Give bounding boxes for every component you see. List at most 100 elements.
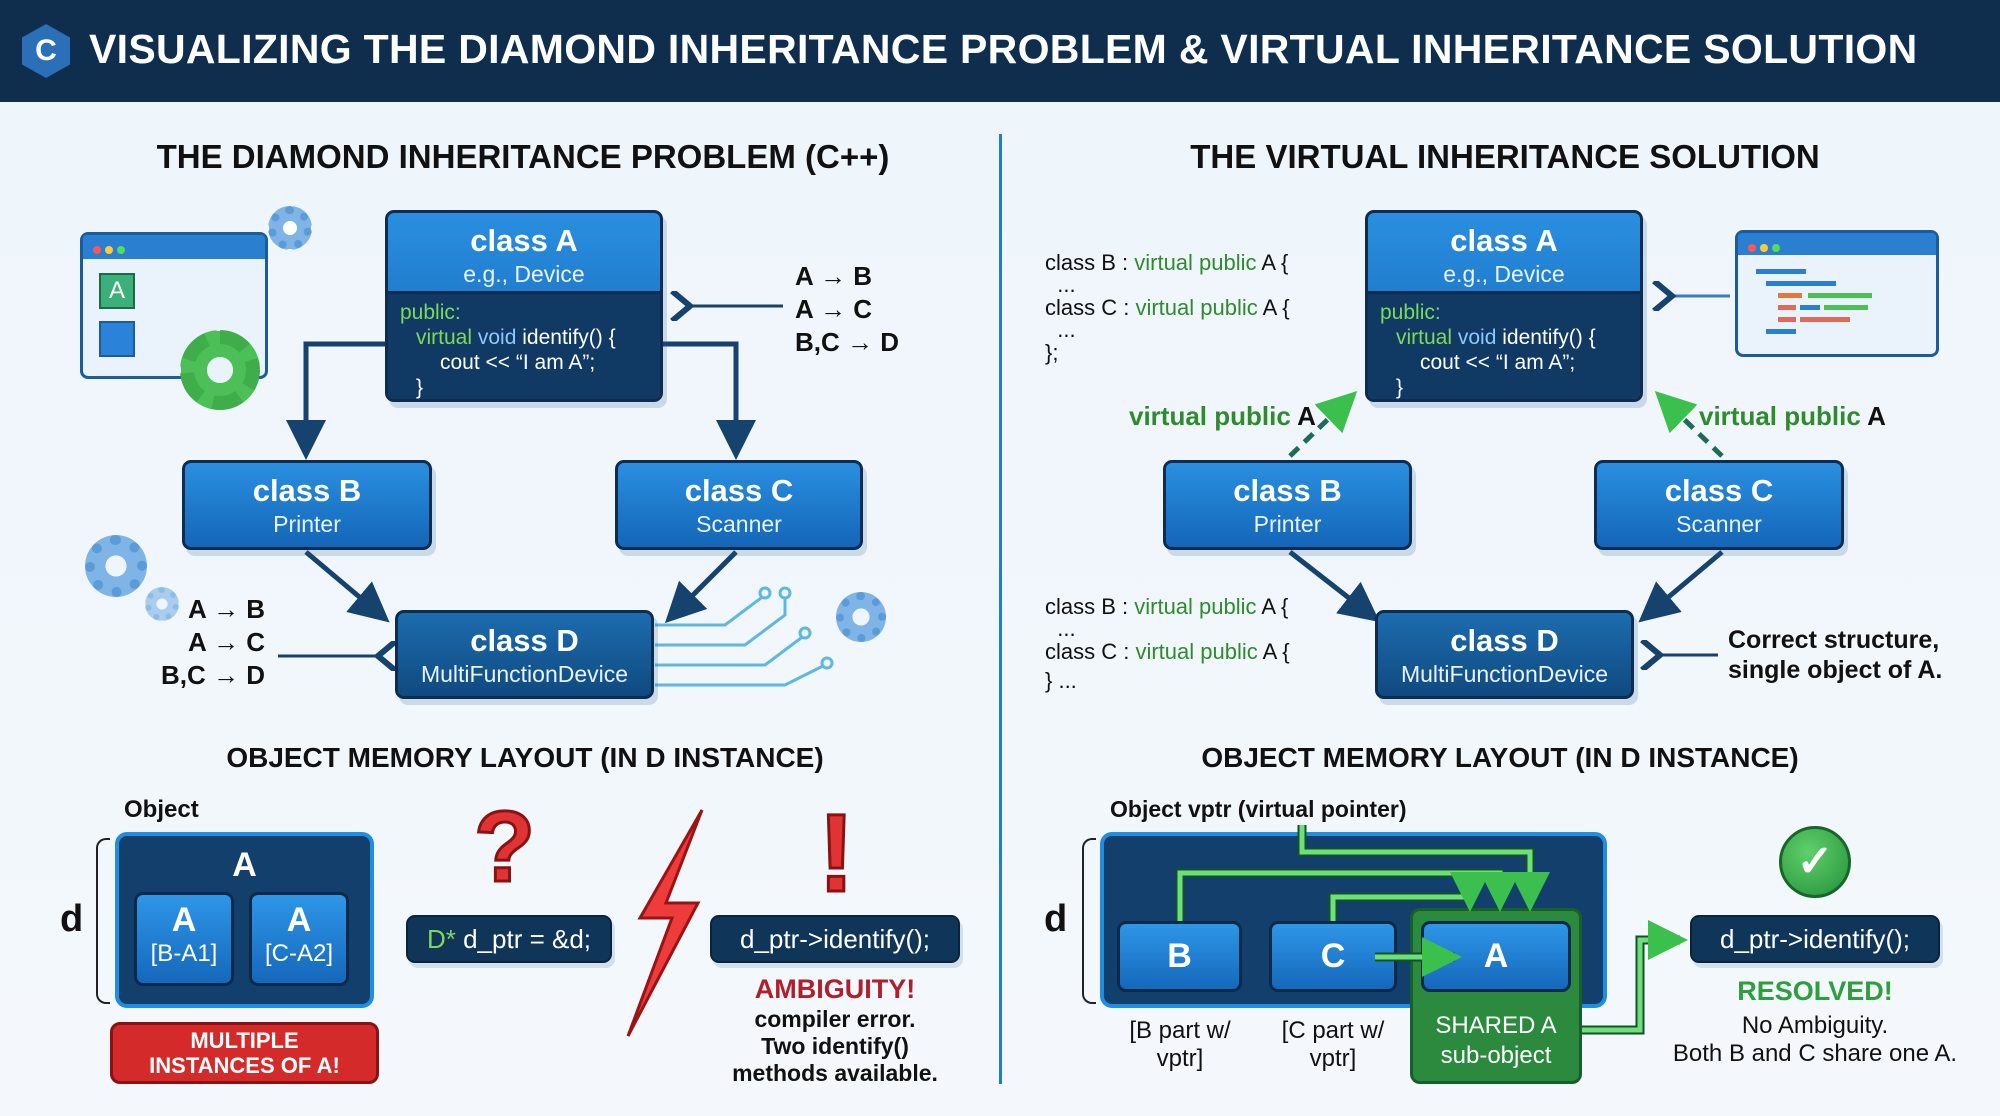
left-class-a-box[interactable]: class A e.g., Device public: virtual voi… [385, 210, 663, 402]
ambiguity-description: compiler error. Two identify() methods a… [732, 1006, 938, 1087]
c-part-caption: [C part w/vptr] [1282, 1017, 1385, 1073]
cpp-logo-icon: C [22, 24, 70, 78]
caption-line: [C part w/ [1281, 1017, 1385, 1044]
d-label: d [60, 898, 84, 940]
code-public: public: [400, 301, 461, 324]
d-label: d [1044, 898, 1068, 940]
ptr-type: D* [426, 923, 456, 954]
class-c-title: class C [1664, 473, 1774, 508]
relation: A → C [795, 294, 873, 324]
code-void: void [477, 326, 517, 349]
object-label: Object [124, 796, 199, 823]
arrow-c-to-d-right [1638, 550, 1724, 623]
shared-line: SHARED A [1435, 1012, 1557, 1039]
class-c-subtitle: Scanner [696, 511, 782, 537]
edge-kw: virtual public [1699, 401, 1861, 431]
window-a-tile: A [99, 273, 135, 309]
relations-list-bottom: A → B A → C B,C → D [150, 593, 265, 692]
sub-title: A [286, 901, 312, 939]
code-identify: identify() { [522, 326, 616, 349]
sub-tag: [B-A1] [150, 940, 218, 967]
brace [1082, 838, 1096, 1004]
relation: B,C → D [161, 660, 265, 690]
sub-tag: [C-A2] [264, 940, 333, 967]
shared-a-label: SHARED A sub-object [1413, 1011, 1579, 1071]
class-a-code: public: virtual void identify() { cout <… [1368, 291, 1640, 399]
error-line: compiler error. [754, 1006, 916, 1032]
gear-icon [85, 535, 147, 597]
resolved-description: No Ambiguity. Both B and C share one A. [1673, 1012, 1957, 1068]
sub-title: A [171, 901, 197, 939]
error-line: Two identify() [761, 1033, 909, 1059]
edge-kw: virtual public [1129, 401, 1291, 431]
code-virtual: virtual [1396, 326, 1453, 349]
arrow-b-to-d-right [1288, 550, 1380, 623]
left-class-b-box[interactable]: class B Printer [182, 460, 432, 550]
shared-line: sub-object [1440, 1042, 1552, 1069]
circuit-traces-icon [655, 586, 834, 687]
right-class-d-box[interactable]: class D MultiFunctionDevice [1375, 610, 1634, 699]
note-line: single object of A. [1728, 656, 1943, 684]
virtual-arrow-b-to-a [1288, 391, 1358, 458]
class-b-subtitle: Printer [1253, 511, 1322, 537]
section-divider [999, 134, 1002, 1084]
code-virtual: virtual [416, 326, 473, 349]
relation: B,C → D [795, 327, 899, 357]
code-seg: ... [1045, 317, 1076, 342]
code-identify: identify() { [1502, 326, 1596, 349]
b-part-caption: [B part w/vptr] [1129, 1017, 1230, 1073]
arrow-b-to-d [304, 550, 390, 623]
code-close: } [1396, 376, 1404, 399]
resolved-line: No Ambiguity. [1741, 1012, 1889, 1039]
code-seg: class C : [1045, 295, 1136, 320]
a-subobject-b: A [B-A1] [134, 892, 234, 986]
virtual-edge-label-left: virtual public A [1129, 400, 1316, 433]
right-class-c-box[interactable]: class C Scanner [1594, 460, 1844, 550]
class-a-title: class A [470, 223, 578, 258]
code-kw: virtual public [1134, 594, 1257, 619]
caption-line: vptr] [1156, 1045, 1204, 1072]
pointer-declaration: D* d_ptr = &d; [406, 915, 612, 963]
ptr-rest: d_ptr = &d; [455, 923, 592, 954]
right-memory-heading: OBJECT MEMORY LAYOUT (IN D INSTANCE) [1201, 742, 1799, 773]
lightning-error-icon [626, 809, 704, 1037]
relation: A → B [795, 261, 873, 291]
right-code-top: class B : virtual public A { ... class C… [1045, 248, 1290, 367]
class-d-title: class D [1450, 623, 1559, 658]
relation: A → B [187, 594, 265, 624]
left-inheritance-arrows [278, 306, 783, 656]
question-mark-icon: ? [472, 790, 536, 905]
right-class-b-box[interactable]: class B Printer [1163, 460, 1412, 550]
code-seg: ... [1045, 616, 1076, 641]
class-d-subtitle: MultiFunctionDevice [420, 661, 629, 687]
class-d-title: class D [470, 623, 579, 658]
code-kw: virtual public [1135, 295, 1258, 320]
a-subobject-c: A [C-A2] [249, 892, 349, 986]
outer-a-label: A [232, 846, 257, 884]
gear-icon [836, 592, 886, 642]
arrow-a-to-b [286, 341, 385, 460]
class-c-subtitle: Scanner [1676, 511, 1762, 537]
class-a-code: public: virtual void identify() { cout <… [388, 291, 660, 399]
class-a-subtitle: e.g., Device [463, 261, 585, 287]
ambiguity-title: AMBIGUITY! [754, 974, 916, 1004]
exclamation-icon: ! [817, 791, 857, 917]
right-call-code: d_ptr->identify(); [1690, 915, 1940, 963]
code-seg: A { [1256, 250, 1289, 275]
right-class-a-box[interactable]: class A e.g., Device public: virtual voi… [1365, 210, 1643, 402]
note-line: Correct structure, [1728, 626, 1940, 654]
resolved-line: Both B and C share one A. [1672, 1040, 1958, 1067]
code-seg: ... [1045, 272, 1076, 297]
page-title: VISUALIZING THE DIAMOND INHERITANCE PROB… [89, 26, 1918, 72]
virtual-arrow-c-to-a [1654, 391, 1724, 458]
edge-post: A [1860, 401, 1886, 431]
class-b-title: class B [1233, 473, 1342, 508]
relation: A → C [187, 627, 265, 657]
left-call-code: d_ptr->identify(); [710, 915, 960, 963]
left-memory-heading: OBJECT MEMORY LAYOUT (IN D INSTANCE) [226, 742, 824, 773]
left-heading: THE DIAMOND INHERITANCE PROBLEM (C++) [156, 138, 890, 175]
check-icon: ✓ [1779, 826, 1851, 898]
left-class-c-box[interactable]: class C Scanner [615, 460, 863, 550]
code-seg: A { [1257, 295, 1290, 320]
left-class-d-box[interactable]: class D MultiFunctionDevice [395, 610, 654, 699]
